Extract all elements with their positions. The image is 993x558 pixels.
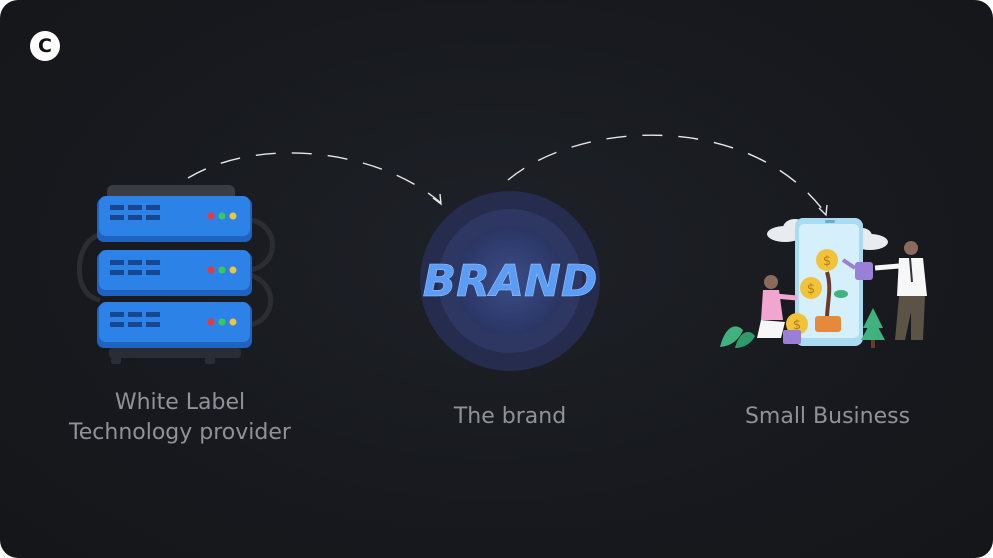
- server-rack-icon: [76, 185, 275, 364]
- logo-glyph: C: [38, 35, 52, 57]
- svg-text:$: $: [823, 254, 831, 269]
- provider-label: White Label Technology provider: [30, 388, 330, 448]
- arrow-brand-to-business: [507, 134, 827, 215]
- server-unit-3: [97, 302, 252, 348]
- provider-label-line-1: White Label: [114, 390, 246, 415]
- server-unit-2: [97, 250, 252, 296]
- svg-text:$: $: [807, 282, 815, 297]
- company-logo-icon: C: [30, 31, 60, 61]
- svg-text:$: $: [793, 318, 801, 333]
- provider-label-line-2: Technology provider: [69, 420, 291, 445]
- brand-badge-text: BRAND: [423, 256, 598, 307]
- brand-label: The brand: [453, 404, 567, 429]
- brand-circle-icon: BRAND: [420, 191, 600, 371]
- business-label: Small Business: [744, 404, 911, 429]
- arrow-provider-to-brand-head: [432, 193, 442, 206]
- server-unit-1: [97, 196, 252, 242]
- small-business-illustration-icon: $ $ $: [720, 218, 927, 348]
- arrow-brand-to-business-head: [818, 204, 828, 217]
